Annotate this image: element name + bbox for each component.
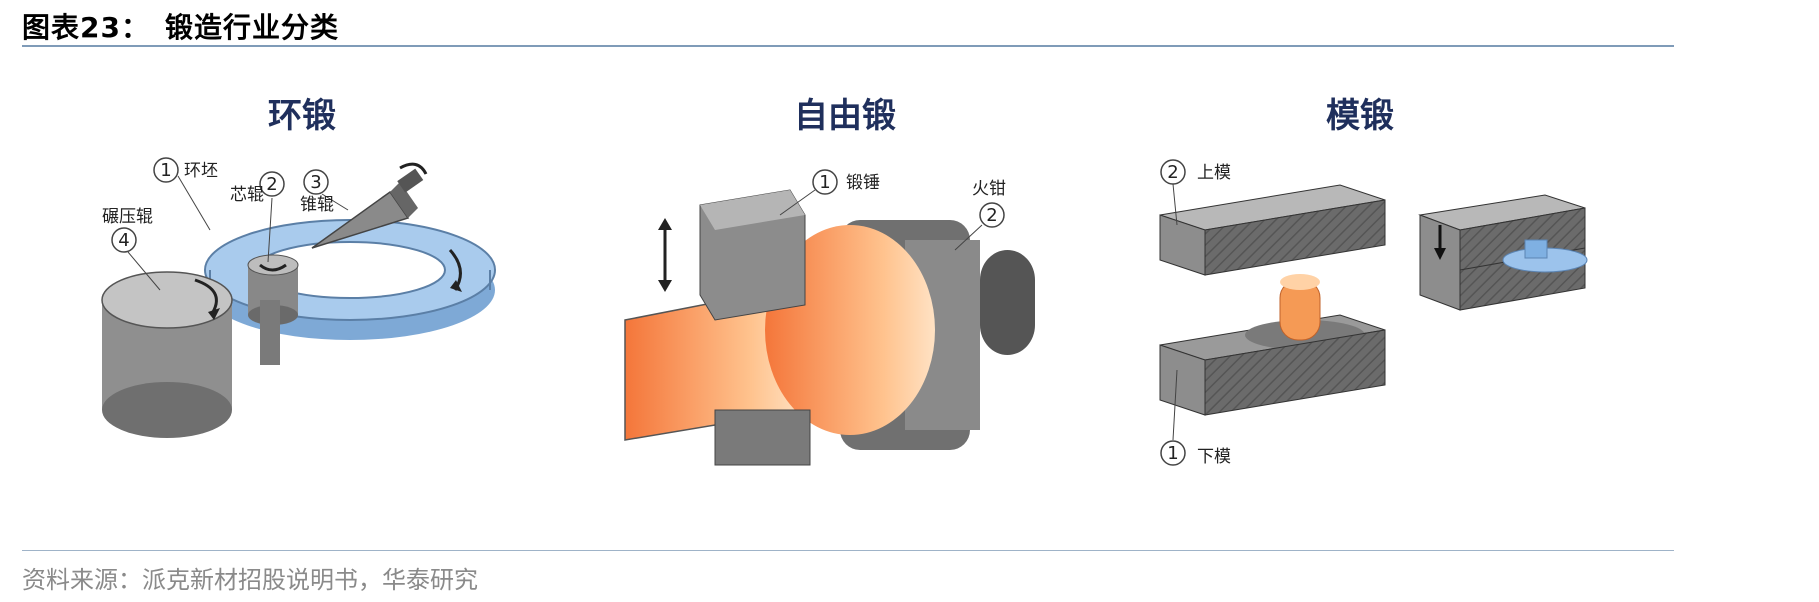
svg-text:2: 2 — [986, 205, 997, 226]
upper-die — [1159, 184, 1386, 276]
svg-text:2: 2 — [1167, 162, 1178, 183]
callout-cone-roll: 3 锥辊 — [300, 169, 349, 215]
svg-text:下模: 下模 — [1197, 447, 1231, 467]
lower-die — [1159, 314, 1386, 416]
header-rule — [22, 45, 1674, 47]
ring-forging-diagram: 1 环坯 2 芯辊 3 锥辊 4 碾压辊 — [101, 157, 496, 438]
svg-text:火钳: 火钳 — [972, 179, 1006, 199]
hammer — [699, 189, 811, 466]
workpiece-hot — [624, 225, 935, 441]
callout-main-roll: 4 碾压辊 — [102, 207, 161, 291]
svg-text:芯辊: 芯辊 — [230, 185, 264, 205]
source-note: 资料来源：派克新材招股说明书，华泰研究 — [22, 566, 478, 594]
cone-roll — [311, 162, 428, 249]
panel-title-die-forging: 模锻 — [1326, 96, 1394, 136]
svg-text:锻锤: 锻锤 — [846, 173, 880, 193]
die-forging-diagram: 2 上模 1 下模 — [1159, 159, 1588, 467]
footer-rule — [22, 550, 1674, 551]
callout-hammer: 1 锻锤 — [779, 169, 880, 216]
callout-upper-die: 2 上模 — [1160, 159, 1231, 226]
callout-lower-die: 1 下模 — [1160, 369, 1231, 467]
svg-text:3: 3 — [310, 172, 321, 193]
callout-ring-blank: 1 环坯 — [153, 157, 218, 231]
panel-title-ring-forging: 环锻 — [268, 96, 336, 136]
svg-text:4: 4 — [118, 230, 129, 251]
main-roll — [101, 271, 233, 438]
svg-text:1: 1 — [1167, 443, 1178, 464]
billet-hot — [1279, 274, 1321, 341]
panel-title-free-forging: 自由锻 — [794, 96, 896, 136]
forged-part — [1502, 239, 1588, 273]
svg-text:锥辊: 锥辊 — [300, 195, 334, 215]
svg-text:环坯: 环坯 — [184, 161, 218, 181]
callout-tongs: 2 火钳 — [954, 179, 1006, 251]
vertical-motion-arrow — [658, 218, 672, 292]
support-roll — [260, 300, 280, 365]
svg-text:1: 1 — [819, 172, 830, 193]
svg-text:2: 2 — [266, 174, 277, 195]
svg-text:上模: 上模 — [1197, 163, 1231, 183]
free-forging-diagram: 1 锻锤 2 火钳 — [624, 169, 1035, 466]
svg-text:碾压辊: 碾压辊 — [102, 207, 153, 227]
callout-mandrel: 2 芯辊 — [230, 171, 285, 263]
svg-text:1: 1 — [160, 160, 171, 181]
figure-title: 图表23： 锻造行业分类 — [22, 11, 339, 44]
